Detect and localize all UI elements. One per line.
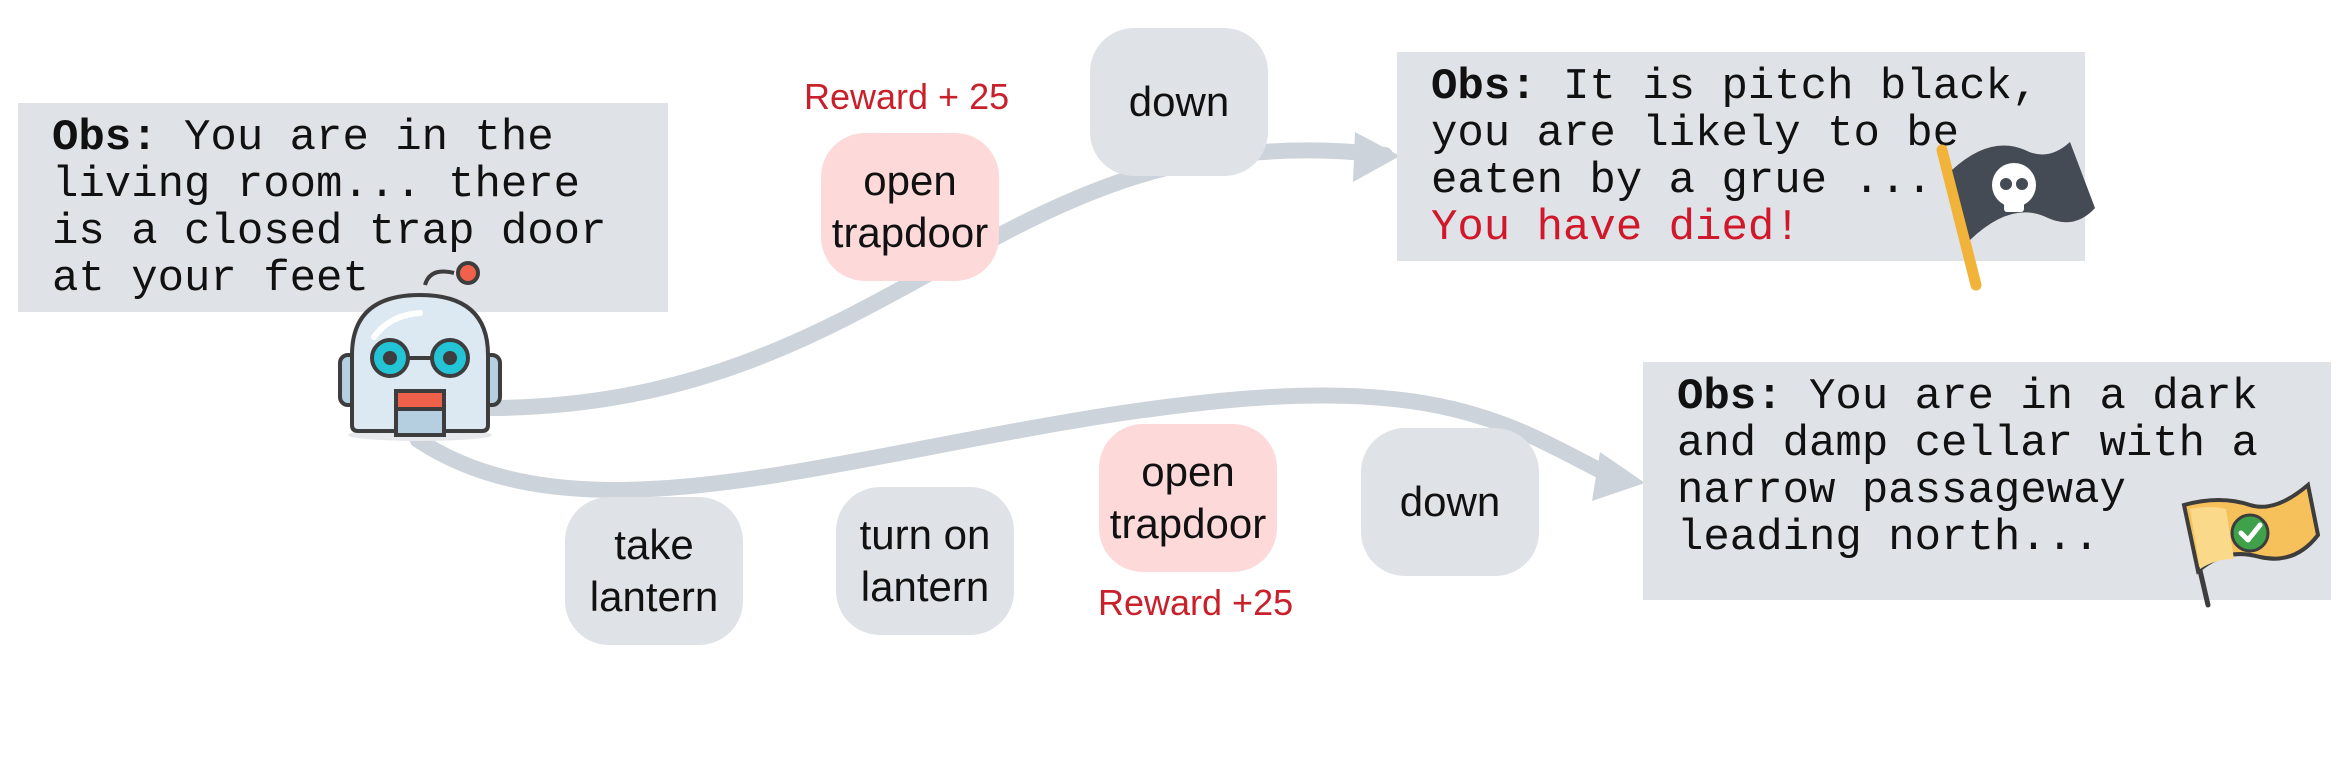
obs-label: Obs: — [52, 113, 158, 163]
top-action-down: down — [1090, 28, 1268, 176]
top-reward-label: Reward + 25 — [804, 76, 1010, 117]
start-observation-text: You are in the living room... there is a… — [52, 113, 607, 304]
bottom-reward-label: Reward +25 — [1098, 582, 1294, 623]
top-arrowhead — [1353, 132, 1400, 182]
bottom-observation-box: Obs: You are in a dark and damp cellar w… — [1643, 362, 2331, 600]
start-observation-box: Obs: You are in the living room... there… — [18, 103, 668, 312]
bottom-action-down: down — [1361, 428, 1539, 576]
bottom-arrowhead — [1592, 452, 1645, 501]
obs-label: Obs: — [1431, 62, 1537, 112]
top-observation-text: It is pitch black, you are likely to be … — [1431, 62, 2039, 206]
bottom-action-take-lantern: take lantern — [565, 497, 743, 645]
pirate-skull-flag-icon — [1936, 142, 2095, 291]
green-check-flag-icon — [2181, 481, 2320, 608]
top-action-open-trapdoor: open trapdoor — [821, 133, 999, 281]
bottom-action-open-trapdoor: open trapdoor — [1099, 424, 1277, 572]
bottom-observation-text: You are in a dark and damp cellar with a… — [1677, 372, 2258, 563]
bottom-action-turn-on-lantern: turn on lantern — [836, 487, 1014, 635]
died-text: You have died! — [1431, 203, 1801, 253]
robot-agent-icon — [338, 261, 502, 441]
obs-label: Obs: — [1677, 372, 1783, 422]
bottom-trajectory-arrow — [410, 387, 1613, 498]
